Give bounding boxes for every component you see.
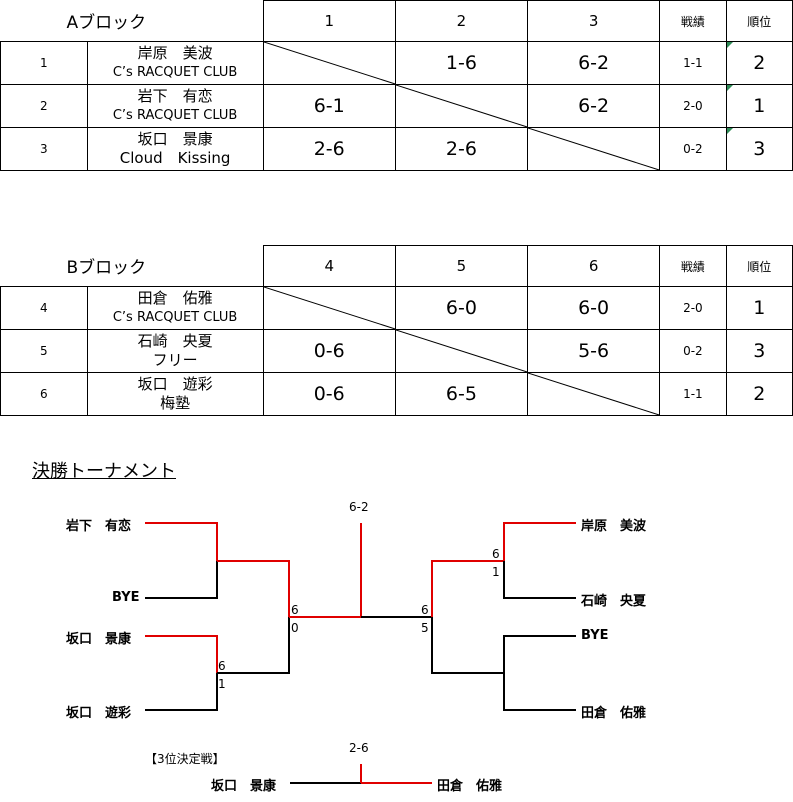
player-club: C’s RACQUET CLUB <box>112 108 238 123</box>
tournament-title: 決勝トーナメント <box>32 461 176 482</box>
left-player-3: 坂口 景康 <box>66 632 132 647</box>
bracket-line <box>145 673 218 711</box>
bracket-line <box>217 560 290 617</box>
score-cell: 2-6 <box>262 127 396 171</box>
block-b-title: Bブロック <box>0 245 264 287</box>
score-label: 6 <box>218 659 226 673</box>
diagonal-cell <box>526 127 661 171</box>
score-cell: 6-1 <box>262 84 396 128</box>
score-label: 1 <box>218 677 226 691</box>
bracket-line <box>503 561 576 599</box>
bracket-line <box>503 635 576 673</box>
score-label: 6 <box>421 603 429 617</box>
block-b-header-4: 4 <box>262 245 396 287</box>
player-no: 5 <box>0 329 88 373</box>
player-name: 坂口 遊彩 <box>137 375 213 393</box>
player-name: 田倉 佑雅 <box>137 289 213 307</box>
record-cell: 1-1 <box>659 372 727 416</box>
third-place-left: 坂口 景康 <box>211 779 277 794</box>
score-label: 1 <box>492 565 500 579</box>
player-club: フリー <box>152 351 198 369</box>
score-cell: 0-6 <box>262 329 396 373</box>
rank-cell: 1 <box>725 286 793 330</box>
diagonal-cell <box>262 41 396 85</box>
player-club: Cloud Kissing <box>119 149 231 167</box>
left-player-2: BYE <box>112 590 140 605</box>
player-name: 坂口 景康 <box>137 130 213 148</box>
player-club: 梅塾 <box>160 394 191 412</box>
left-player-1: 岩下 有恋 <box>66 519 132 534</box>
third-place-score: 2-6 <box>349 741 369 755</box>
score-label: 5 <box>421 621 429 635</box>
bracket-line <box>145 635 218 673</box>
player-no: 4 <box>0 286 88 330</box>
rank-cell: 2 <box>725 41 793 85</box>
left-player-4: 坂口 遊彩 <box>66 706 132 721</box>
bracket-line <box>431 560 504 617</box>
score-label: 0 <box>291 621 299 635</box>
bracket-line <box>503 673 576 711</box>
score-cell: 6-2 <box>526 84 661 128</box>
right-player-1: 岸原 美波 <box>581 519 647 534</box>
right-player-2: 石崎 央夏 <box>581 594 647 609</box>
player-cell: 田倉 佑雅 C’s RACQUET CLUB <box>86 286 264 330</box>
diagonal-cell <box>262 286 396 330</box>
diagonal-cell <box>526 372 661 416</box>
bracket-line <box>431 617 504 674</box>
block-b-header-6: 6 <box>526 245 661 287</box>
third-place-label: 【3位決定戦】 <box>145 752 225 766</box>
bracket-line <box>145 561 218 599</box>
player-name: 岸原 美波 <box>137 44 213 62</box>
score-cell: 0-6 <box>262 372 396 416</box>
block-a-header-2: 2 <box>394 0 529 42</box>
right-player-4: 田倉 佑雅 <box>581 706 647 721</box>
score-cell: 2-6 <box>394 127 529 171</box>
score-cell: 6-2 <box>526 41 661 85</box>
block-a-title: Aブロック <box>0 0 264 42</box>
record-cell: 0-2 <box>659 329 727 373</box>
bracket-line <box>217 617 290 674</box>
block-b-header-5: 5 <box>394 245 529 287</box>
rank-cell: 3 <box>725 329 793 373</box>
player-cell: 坂口 遊彩梅塾 <box>86 372 264 416</box>
player-name: 岩下 有恋 <box>137 87 213 105</box>
diagonal-cell <box>394 329 529 373</box>
player-club: C’s RACQUET CLUB <box>112 65 238 80</box>
final-score: 6-2 <box>349 500 369 514</box>
player-club: C’s RACQUET CLUB <box>112 310 238 325</box>
rank-cell: 2 <box>725 372 793 416</box>
record-cell: 2-0 <box>659 286 727 330</box>
bracket-line <box>145 522 218 561</box>
score-cell: 6-0 <box>394 286 529 330</box>
diagonal-cell <box>394 84 529 128</box>
score-cell: 1-6 <box>394 41 529 85</box>
third-place-right: 田倉 佑雅 <box>437 779 503 794</box>
player-cell: 岩下 有恋 C’s RACQUET CLUB <box>86 84 264 128</box>
rank-cell: 3 <box>725 127 793 171</box>
score-cell: 6-5 <box>394 372 529 416</box>
bracket-line <box>503 522 576 561</box>
score-label: 6 <box>492 547 500 561</box>
right-player-3: BYE <box>581 628 609 643</box>
player-no: 3 <box>0 127 88 171</box>
score-label: 6 <box>291 603 299 617</box>
player-name: 石崎 央夏 <box>137 332 213 350</box>
player-cell: 岸原 美波 C’s RACQUET CLUB <box>86 41 264 85</box>
